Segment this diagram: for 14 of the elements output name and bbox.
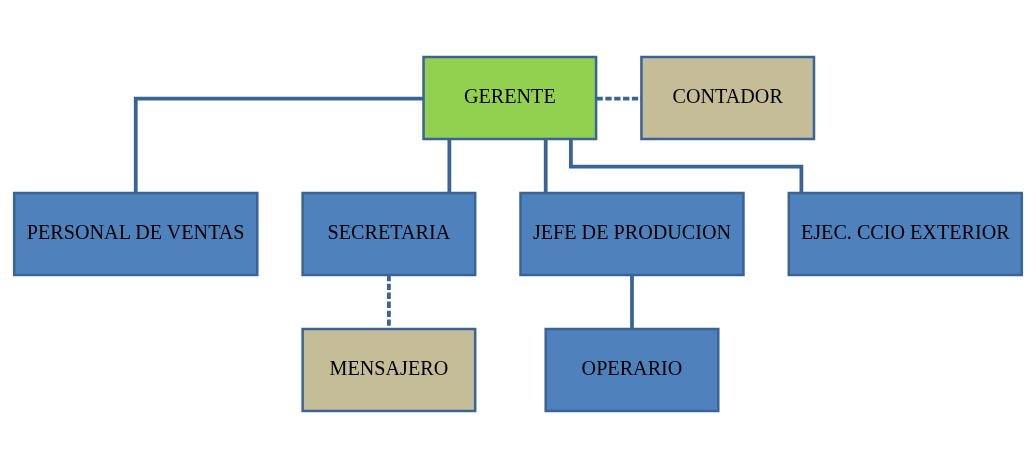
node-box: CONTADOR xyxy=(640,55,816,141)
node-box: SECRETARIA xyxy=(301,191,477,277)
node-box: PERSONAL DE VENTAS xyxy=(12,191,259,277)
node-box: EJEC. CCIO EXTERIOR xyxy=(787,191,1024,277)
connector xyxy=(569,139,804,193)
node-box: OPERARIO xyxy=(544,327,720,413)
node-box: JEFE DE PRODUCION xyxy=(519,191,745,277)
connector xyxy=(543,139,548,193)
connector xyxy=(387,275,391,329)
connector xyxy=(447,139,452,193)
node-box: MENSAJERO xyxy=(301,327,477,413)
connector xyxy=(630,275,634,329)
node-box: GERENTE xyxy=(422,55,598,141)
connector xyxy=(133,96,424,193)
